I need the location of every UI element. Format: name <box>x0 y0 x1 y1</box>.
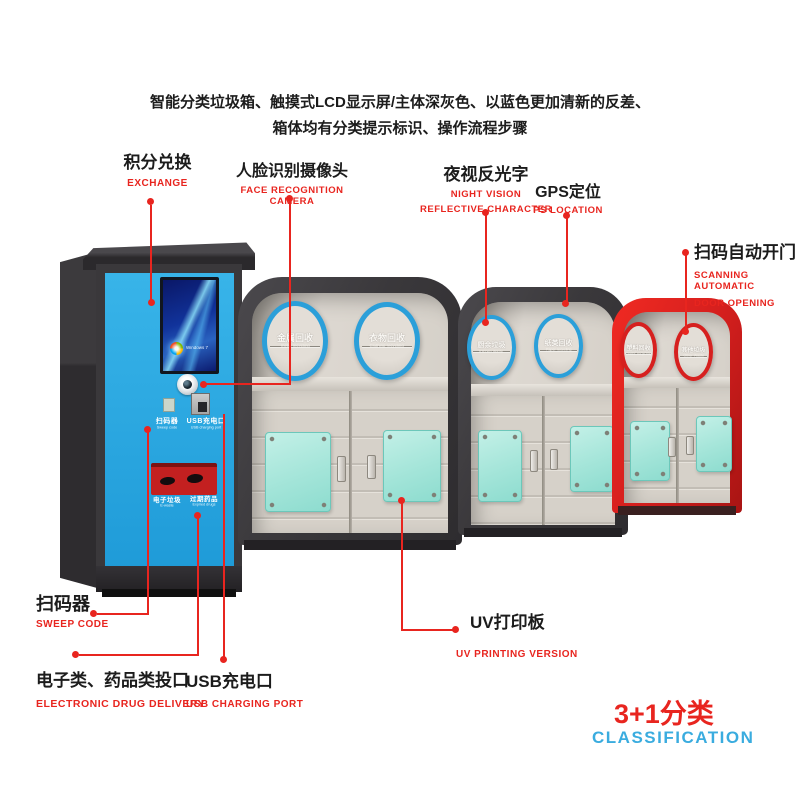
bin-opening-plastic: 塑料回收 Plastic recycling <box>620 322 657 378</box>
uv-printing-plate <box>383 430 441 502</box>
usb-charging-port-socket <box>191 393 210 415</box>
lcd-touch-screen <box>160 277 219 374</box>
face-recognition-camera-icon <box>177 374 198 395</box>
uv-printing-plate <box>570 426 614 492</box>
door-handle <box>686 436 694 455</box>
door-handle <box>668 437 676 457</box>
bin2-door-split <box>542 396 545 525</box>
qr-scanner-window <box>163 398 175 412</box>
uv-printing-plate <box>696 416 732 472</box>
leader-dot <box>200 381 207 388</box>
leader-dot <box>482 319 489 326</box>
bin1-shelf <box>252 377 448 391</box>
callout-usb: USB充电口 USB CHARGING PORT <box>186 672 304 710</box>
header-line-1: 智能分类垃圾箱、触摸式LCD显示屏/主体深灰色、以蓝色更加清新的反差、 <box>150 94 650 111</box>
screen-caption: Windows 7 <box>186 346 209 351</box>
bin3-shelf <box>624 377 730 388</box>
panel-label-ewaste: 电子垃圾 E-waste <box>153 497 181 508</box>
leader-dot <box>452 626 459 633</box>
kiosk-foot <box>102 589 236 597</box>
leader-dot <box>147 198 154 205</box>
leader-dot <box>220 656 227 663</box>
bin1-base <box>244 540 456 550</box>
door-handle <box>530 450 538 472</box>
leader-line-exchange <box>150 205 152 300</box>
leader-dot <box>482 209 489 216</box>
leader-dot <box>194 512 201 519</box>
classification-tag-en: CLASSIFICATION <box>592 728 755 747</box>
bin-opening-clothing: 衣物回收 Clothing recycling <box>354 302 420 380</box>
leader-dot <box>286 195 293 202</box>
leader-line-gps <box>566 218 568 302</box>
panel-label-drugs: 过期药品 Expired drugs <box>190 496 218 507</box>
header-description: 智能分类垃圾箱、触摸式LCD显示屏/主体深灰色、以蓝色更加清新的反差、 箱体均有… <box>0 90 800 142</box>
leader-dot <box>72 651 79 658</box>
leader-dot <box>398 497 405 504</box>
leader-line-face-camera <box>289 201 291 383</box>
callout-sweep-code: 扫码器 SWEEP CODE <box>36 594 109 630</box>
bin-opening-other: 其他垃圾 Other Waste <box>674 323 713 381</box>
callout-electronic-drug: 电子类、药品类投口 ELECTRONIC DRUG DELIVERY <box>36 671 206 710</box>
leader-line-face-camera <box>205 383 291 385</box>
bin2-base <box>464 528 622 537</box>
bin-opening-metal: 金属回收 metal recycling <box>262 301 328 381</box>
kiosk-base <box>96 566 242 592</box>
classification-tag-zh: 3+1分类 <box>614 699 714 729</box>
door-handle <box>550 449 558 470</box>
callout-scan-door: 扫码自动开门 SCANNING AUTOMATIC DOOR OPENING <box>694 243 796 309</box>
leader-line-night-vision <box>485 215 487 321</box>
door-handle <box>367 455 376 479</box>
leader-dot <box>90 610 97 617</box>
leader-dot <box>682 249 689 256</box>
leader-line-electronic <box>79 654 199 656</box>
windows-logo-icon <box>170 342 183 355</box>
leader-dot <box>562 300 569 307</box>
panel-label-usb: USB充电口 USB charging port <box>186 418 226 430</box>
leader-line-usb <box>223 414 225 658</box>
deposit-slot <box>151 463 217 495</box>
leader-dot <box>682 328 689 335</box>
leader-line-uv <box>401 629 455 631</box>
leader-dot <box>148 299 155 306</box>
bin1-door-split <box>349 391 352 533</box>
bin-opening-kitchen: 厨余垃圾 Kitchen Waste <box>467 315 516 380</box>
uv-printing-plate <box>630 421 670 481</box>
bin3-door-split <box>676 388 679 503</box>
bin-opening-paper: 纸类回收 Paper recycling <box>534 314 583 378</box>
leader-dot <box>144 426 151 433</box>
callout-face-camera: 人脸识别摄像头 FACE RECOGNITION CAMERA <box>235 163 348 207</box>
uv-printing-plate <box>478 430 522 502</box>
leader-line-electronic <box>197 518 199 656</box>
uv-printing-plate <box>265 432 331 512</box>
header-line-2: 箱体均有分类提示标识、操作流程步骤 <box>272 120 528 137</box>
leader-line-sweep-code <box>147 431 149 615</box>
leader-line-scan-door <box>685 255 687 330</box>
panel-label-scanner: 扫码器 Sweep code <box>155 418 179 430</box>
leader-dot <box>563 212 570 219</box>
callout-gps: GPS定位 PS LOCATION <box>533 184 603 216</box>
bin2-shelf <box>471 384 615 396</box>
leader-line-uv <box>401 503 403 631</box>
door-handle <box>337 456 346 482</box>
leader-line-sweep-code <box>97 613 149 615</box>
callout-exchange: 积分兑换 EXCHANGE <box>123 153 192 189</box>
callout-uv: UV打印板 UV PRINTING VERSION <box>456 613 578 660</box>
kiosk-side-panel <box>60 252 97 588</box>
bin3-base <box>618 506 736 515</box>
